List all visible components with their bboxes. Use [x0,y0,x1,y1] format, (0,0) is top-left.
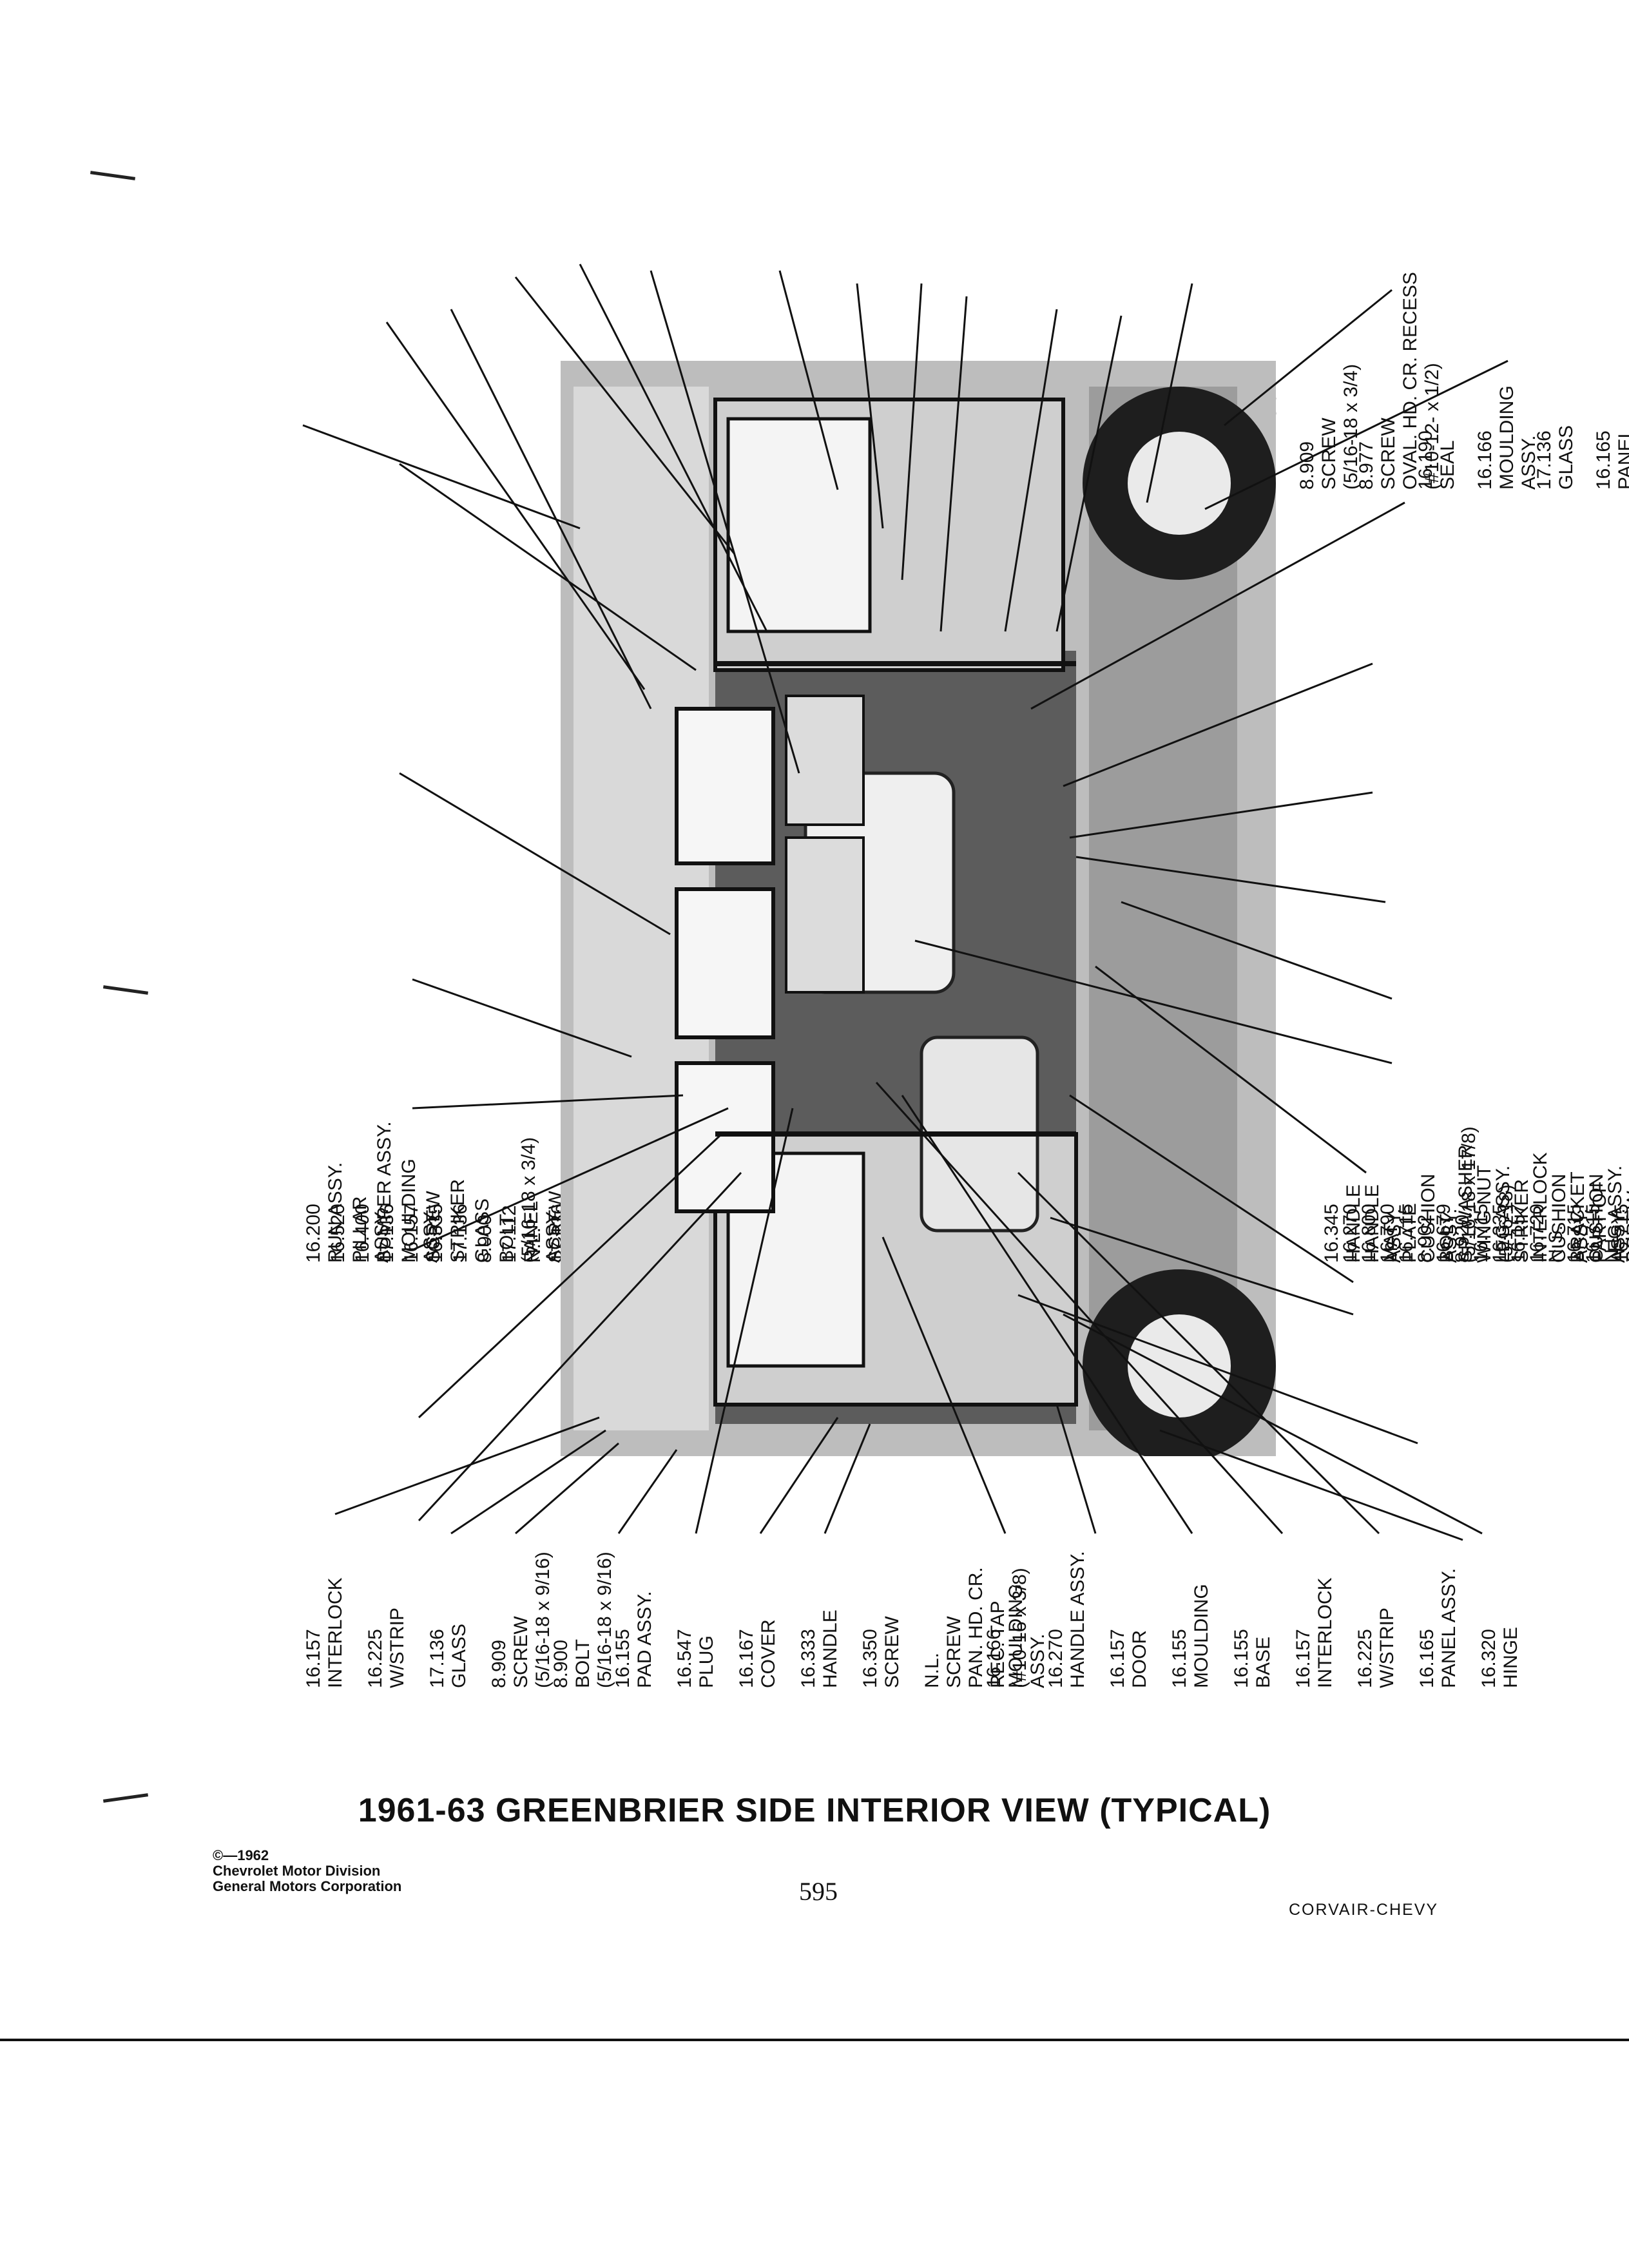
side-window-1 [675,707,775,865]
side-window-2 [675,887,775,1039]
copyright-line: ©—1962 [213,1847,269,1863]
center-panel-2 [785,836,865,994]
copyright-line: Chevrolet Motor Division [213,1863,381,1879]
bottom-rule [0,2039,1629,2041]
copyright-block: ©—1962 Chevrolet Motor Division General … [213,1848,401,1894]
front-door-window [726,417,872,633]
copyright-line: General Motors Corporation [213,1878,402,1894]
center-panel [785,695,865,826]
page-title: 1961-63 GREENBRIER SIDE INTERIOR VIEW (T… [358,1792,1271,1829]
van-interior-photo [561,361,1276,1456]
side-window-3 [675,1061,775,1213]
page-number: 595 [799,1877,838,1906]
footer-brand: CORVAIR-CHEVY [1289,1901,1439,1919]
